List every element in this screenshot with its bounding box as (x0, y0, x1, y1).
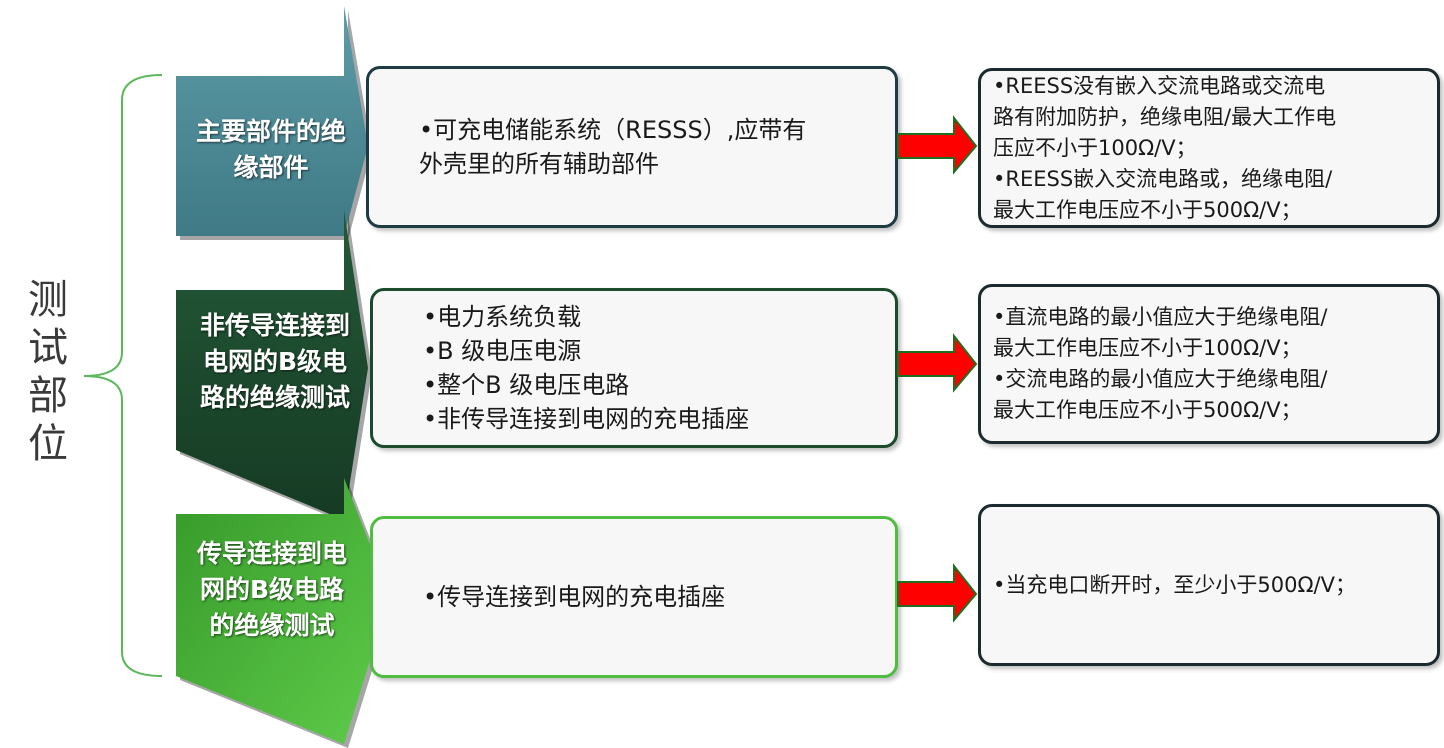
category-label-1: 主要部件的绝 缘部件 (176, 110, 366, 190)
category-label-2: 非传导连接到 电网的B级电 路的绝缘测试 (180, 304, 370, 420)
requirement-line: •交流电路的最小值应大于绝缘电阻/ (993, 367, 1328, 391)
requirement-line: 路有附加防护，绝缘电阻/最大工作电 (993, 104, 1337, 129)
requirement-line: 最大工作电压应不小于500Ω/V； (993, 398, 1302, 422)
requirement-line: •当充电口断开时，至少小于500Ω/V； (993, 572, 1356, 597)
requirements-box-2: •直流电路的最小值应大于绝缘电阻/ 最大工作电压应不小于100Ω/V； •交流电… (978, 284, 1440, 444)
side-title-text: 测试部位 (28, 277, 68, 467)
requirement-line: •REESS嵌入交流电路或，绝缘电阻/ (993, 166, 1333, 191)
category-label-line: 路的绝缘测试 (199, 383, 350, 412)
parts-line: •非传导连接到电网的充电插座 (423, 405, 750, 433)
category-label-line: 缘部件 (233, 153, 309, 182)
requirement-line: •直流电路的最小值应大于绝缘电阻/ (993, 305, 1328, 329)
red-arrow-icon (897, 115, 978, 175)
category-label-line: 的绝缘测试 (209, 611, 335, 640)
requirement-line: 压应不小于100Ω/V； (993, 135, 1197, 160)
parts-box-3: •传导连接到电网的充电插座 (370, 516, 898, 678)
requirements-box-3: •当充电口断开时，至少小于500Ω/V； (978, 504, 1440, 666)
category-label-line: 传导连接到电 (196, 539, 347, 568)
parts-box-1: •可充电储能系统（RESSS）,应带有 外壳里的所有辅助部件 (366, 66, 898, 228)
requirements-box-1: •REESS没有嵌入交流电路或交流电 路有附加防护，绝缘电阻/最大工作电 压应不… (978, 68, 1440, 228)
red-arrow-icon (897, 333, 978, 393)
category-label-line: 网的B级电路 (199, 575, 345, 604)
parts-line: •可充电储能系统（RESSS）,应带有 (419, 116, 807, 144)
requirement-line: •REESS没有嵌入交流电路或交流电 (993, 73, 1326, 98)
red-arrow-icon (897, 563, 978, 623)
parts-box-2: •电力系统负载 •B 级电压电源 •整个B 级电压电路 •非传导连接到电网的充电… (370, 288, 898, 448)
category-label-line: 非传导连接到 (199, 311, 350, 340)
parts-line: •B 级电压电源 (423, 337, 582, 365)
requirement-line: 最大工作电压应不小于500Ω/V； (993, 197, 1302, 222)
parts-line: 外壳里的所有辅助部件 (419, 150, 659, 178)
parts-line: •整个B 级电压电路 (423, 371, 630, 399)
side-title: 测试部位 (22, 276, 74, 468)
requirement-line: 最大工作电压应不小于100Ω/V； (993, 336, 1302, 360)
category-label-line: 电网的B级电 (202, 347, 348, 376)
category-label-3: 传导连接到电 网的B级电路 的绝缘测试 (176, 530, 368, 650)
category-label-line: 主要部件的绝 (195, 117, 346, 146)
parts-line: •电力系统负载 (423, 303, 582, 331)
parts-line: •传导连接到电网的充电插座 (423, 583, 726, 611)
